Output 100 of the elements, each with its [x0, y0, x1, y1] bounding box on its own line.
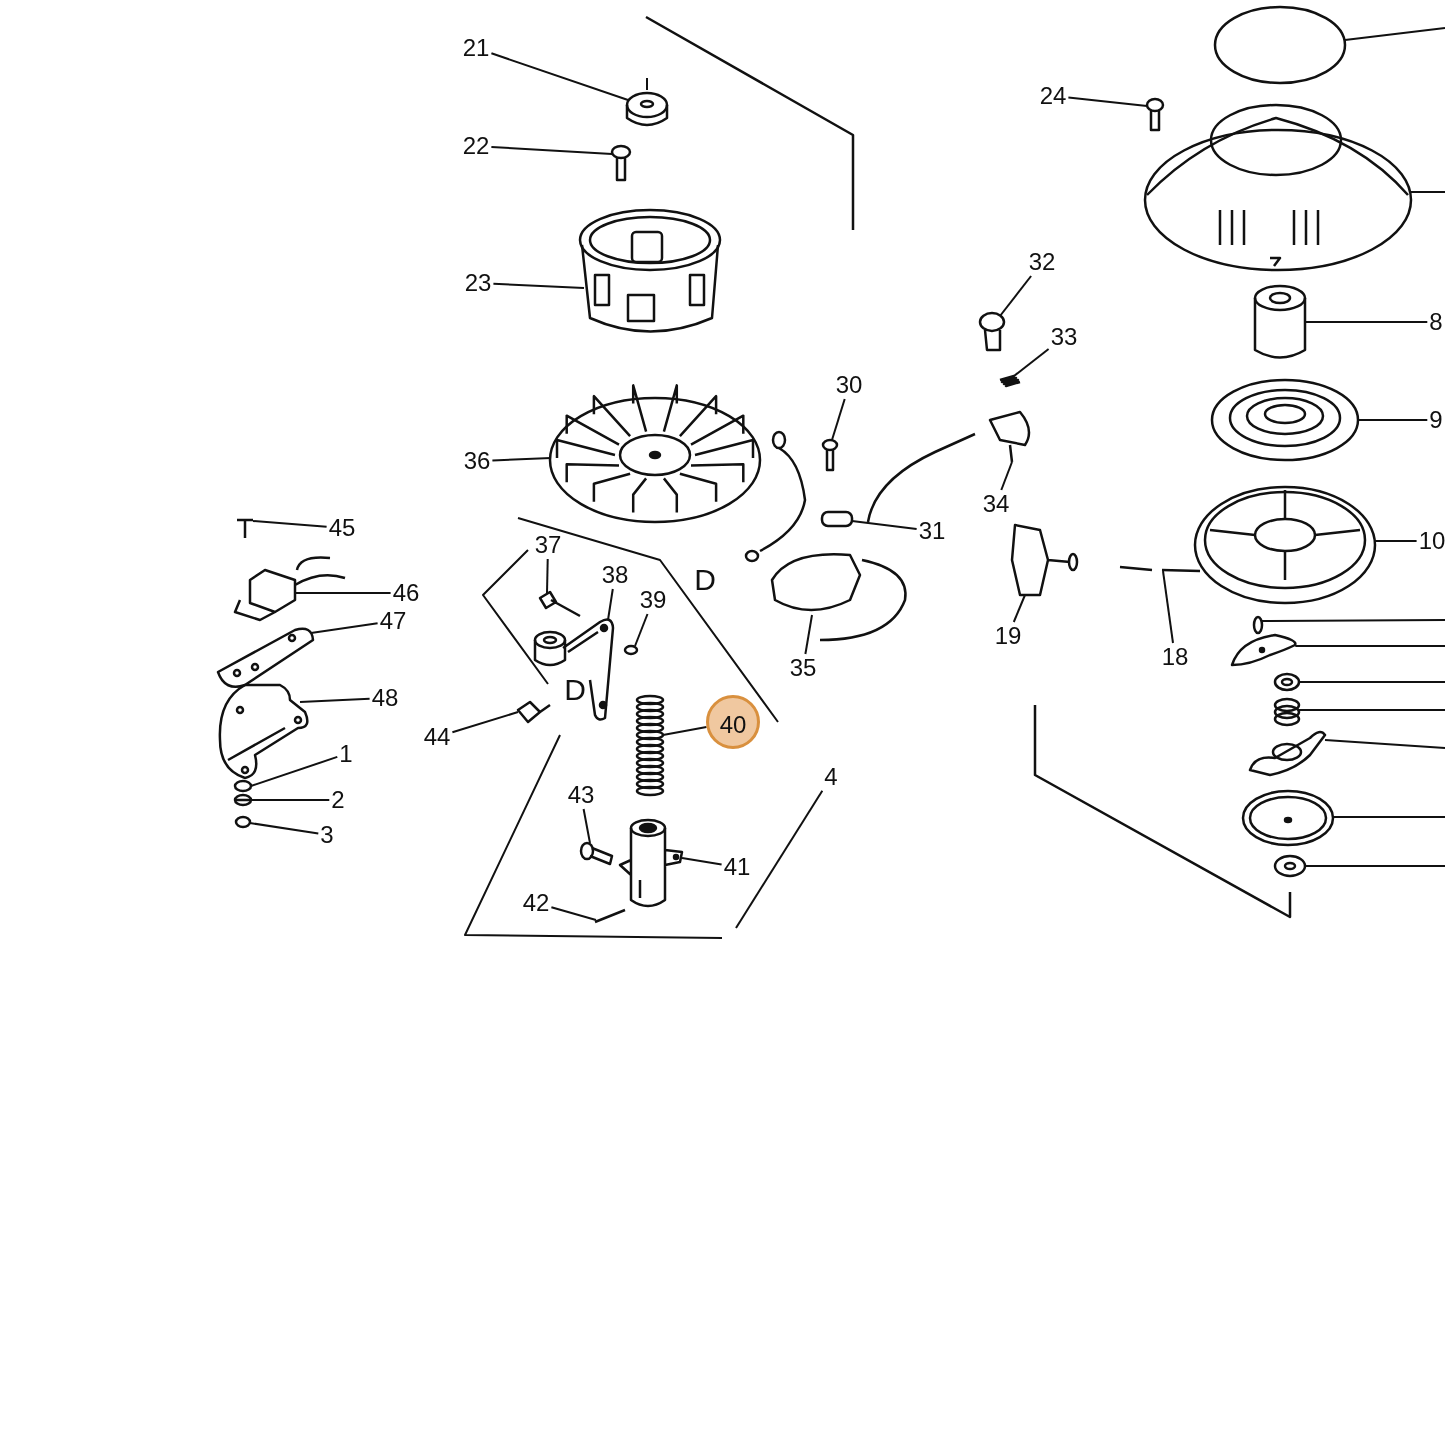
callout-number: 30 — [834, 372, 864, 398]
voltage-regulator-drawing — [233, 556, 347, 622]
callout-number: 44 — [422, 724, 452, 750]
leader-line — [490, 52, 629, 101]
callout-number: 47 — [378, 608, 408, 634]
screw-drawing — [235, 518, 255, 540]
flywheel-drawing — [548, 384, 762, 524]
leader-line — [735, 789, 824, 929]
callout-number: 37 — [533, 532, 563, 558]
leader-line — [1000, 461, 1013, 491]
leader-line — [1332, 816, 1445, 818]
starter-handle-drawing — [1010, 523, 1079, 597]
callout-number: 34 — [981, 491, 1011, 517]
callout-number: 10 — [1417, 528, 1445, 554]
leader-line — [1304, 321, 1429, 323]
bracket-drawing — [218, 683, 309, 780]
callout-number: 23 — [463, 270, 493, 296]
leader-line — [1294, 645, 1445, 647]
leader-line — [999, 275, 1033, 317]
leader-line — [1410, 191, 1445, 193]
leader-line — [1067, 96, 1148, 107]
leader-line — [1324, 739, 1445, 749]
leader-line — [804, 614, 813, 655]
governor-arm-drawing — [533, 618, 615, 721]
bolt-drawing — [610, 144, 632, 182]
leader-line — [1013, 348, 1050, 377]
starter-rope-drawing — [1118, 565, 1202, 573]
callout-number: 33 — [1049, 324, 1079, 350]
wire-clip-drawing — [820, 510, 854, 528]
ratchet-drawing — [1248, 730, 1327, 777]
leader-line — [250, 799, 331, 801]
leader-line — [490, 145, 613, 155]
leader-line — [1162, 570, 1174, 644]
leader-line — [492, 282, 585, 289]
leader-line — [546, 558, 549, 594]
callout-number: 35 — [788, 655, 818, 681]
bolt-drawing — [579, 841, 614, 866]
screw-drawing — [538, 590, 582, 618]
ignition-coil-drawing — [770, 553, 907, 642]
lock-washer-drawing — [233, 793, 253, 807]
washer-drawing — [233, 779, 253, 793]
bolt-drawing — [1145, 97, 1165, 132]
pawl-drawing — [1230, 633, 1297, 667]
washer-drawing — [1273, 672, 1301, 692]
leader-line — [582, 808, 591, 844]
callout-number: 19 — [993, 623, 1023, 649]
callout-number: 24 — [1038, 83, 1068, 109]
nut-drawing — [234, 815, 252, 829]
reference-letter: D — [694, 565, 716, 595]
friction-plate-drawing — [1241, 789, 1335, 847]
callout-number: 36 — [462, 448, 492, 474]
callout-number: 42 — [521, 890, 551, 916]
mounting-plate-drawing — [216, 627, 315, 689]
pin-drawing — [1252, 615, 1264, 635]
recoil-spring-drawing — [1210, 378, 1360, 462]
leader-line — [451, 711, 519, 734]
leader-line — [1304, 865, 1445, 867]
leader-line — [299, 697, 371, 703]
callout-number: 46 — [391, 580, 421, 606]
leader-line — [1261, 619, 1445, 622]
leader-line — [1357, 419, 1429, 421]
callout-number: 4 — [823, 764, 839, 790]
leader-line — [662, 725, 708, 736]
leader-line — [252, 520, 328, 528]
callout-number: 38 — [600, 562, 630, 588]
nut-drawing — [1273, 854, 1307, 878]
callout-number: 8 — [1428, 309, 1444, 335]
clip-drawing — [516, 700, 552, 724]
leader-line — [295, 592, 392, 594]
callout-number: 22 — [461, 133, 491, 159]
callout-number: 39 — [638, 587, 668, 613]
washer-drawing — [623, 644, 639, 656]
governor-spring-drawing — [635, 694, 665, 797]
leader-line — [831, 398, 846, 441]
leader-line — [310, 622, 379, 634]
leader-line — [550, 906, 597, 921]
callout-number: 18 — [1160, 644, 1190, 670]
callout-number: 31 — [917, 518, 947, 544]
callout-number: 9 — [1428, 407, 1444, 433]
callout-number: 40 — [706, 695, 760, 749]
leader-line — [1374, 540, 1418, 542]
leader-line — [851, 520, 918, 531]
leader-line — [607, 588, 614, 621]
leader-line — [1298, 681, 1445, 683]
callout-number: 43 — [566, 782, 596, 808]
leader-line — [250, 755, 339, 787]
leader-line — [491, 457, 552, 462]
cap-nut-drawing — [625, 91, 669, 127]
callout-number: 21 — [461, 35, 491, 61]
callout-number: 3 — [319, 822, 335, 848]
screw-drawing — [821, 438, 839, 472]
callout-number: 48 — [370, 685, 400, 711]
spark-plug-cap-drawing — [988, 410, 1031, 464]
leader-line — [681, 857, 723, 866]
callout-number: 1 — [338, 741, 354, 767]
leader-line — [249, 822, 320, 835]
rope-reel-drawing — [1193, 485, 1377, 605]
leader-line — [1344, 27, 1445, 41]
leader-line — [1012, 594, 1026, 623]
starter-cover-drawing — [1143, 103, 1413, 272]
